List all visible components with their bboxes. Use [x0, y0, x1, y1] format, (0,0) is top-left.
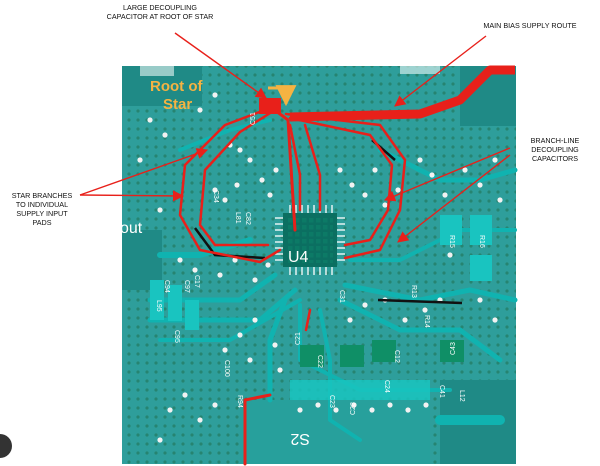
silk-label: L81 — [234, 212, 241, 224]
root-of-star-label-line1: Root of — [150, 78, 203, 95]
callout-branch-line-line3: CAPACITORS — [532, 154, 578, 163]
callout-star-branches-line1: STAR BRANCHES — [12, 191, 73, 200]
root-arrow-icon — [268, 85, 297, 107]
silk-label: R14 — [423, 315, 430, 328]
vias — [137, 92, 503, 443]
silk-label: C100 — [223, 360, 230, 377]
chip-label: U4 — [288, 249, 309, 266]
silk-label: R13 — [410, 285, 417, 298]
s2-label: S2 — [290, 430, 310, 447]
out-label: out — [120, 220, 143, 237]
callout-branch-line-line2: DECOUPLING — [531, 145, 579, 154]
partial-round-button — [0, 434, 12, 458]
silk-label: C17 — [193, 275, 200, 288]
silk-label: C97 — [183, 280, 190, 293]
silk-label: C31 — [338, 290, 345, 303]
callout-arrows — [79, 32, 511, 243]
silk-label: C34 — [212, 190, 219, 203]
silk-label: L12 — [458, 390, 465, 402]
callout-star-branches-line4: PADS — [32, 218, 51, 227]
main-bias-supply-route — [289, 65, 515, 122]
callout-large-decoupling-line1: LARGE DECOUPLING — [123, 3, 197, 12]
silk-label: C23 — [328, 395, 335, 408]
silk-label: C95 — [173, 330, 180, 343]
callout-large-decoupling-line2: CAPACITOR AT ROOT OF STAR — [107, 12, 214, 21]
silk-label: C82 — [244, 212, 251, 225]
chip-u4: U4 — [275, 205, 345, 275]
silk-label: C51 — [250, 112, 257, 125]
silk-label: C28 — [350, 402, 357, 415]
silk-label: C43 — [450, 342, 457, 355]
callout-star-branches-line3: SUPPLY INPUT — [16, 209, 68, 218]
silk-label: C22 — [316, 355, 323, 368]
callout-labels: LARGE DECOUPLING CAPACITOR AT ROOT OF ST… — [12, 3, 580, 227]
callout-branch-line-line1: BRANCH-LINE — [531, 136, 580, 145]
silk-label: C94 — [163, 280, 170, 293]
silk-label: R16 — [478, 235, 485, 248]
silk-label: C24 — [383, 380, 390, 393]
silk-label: R15 — [448, 235, 455, 248]
root-capacitor — [259, 98, 281, 114]
root-of-star-label-line2: Star — [163, 96, 192, 113]
silk-label: L95 — [155, 300, 162, 312]
silk-label: C21 — [295, 332, 302, 345]
callout-main-bias: MAIN BIAS SUPPLY ROUTE — [483, 21, 576, 30]
callout-star-branches-line2: TO INDIVIDUAL — [16, 200, 68, 209]
silk-label: C12 — [393, 350, 400, 363]
silkscreen-labels: C51 C34 C82 L81 R15 R16 C17 C97 C94 C95 … — [155, 112, 485, 415]
silk-label: C41 — [438, 385, 445, 398]
silk-label: R94 — [236, 395, 243, 408]
component-pads — [150, 215, 492, 400]
